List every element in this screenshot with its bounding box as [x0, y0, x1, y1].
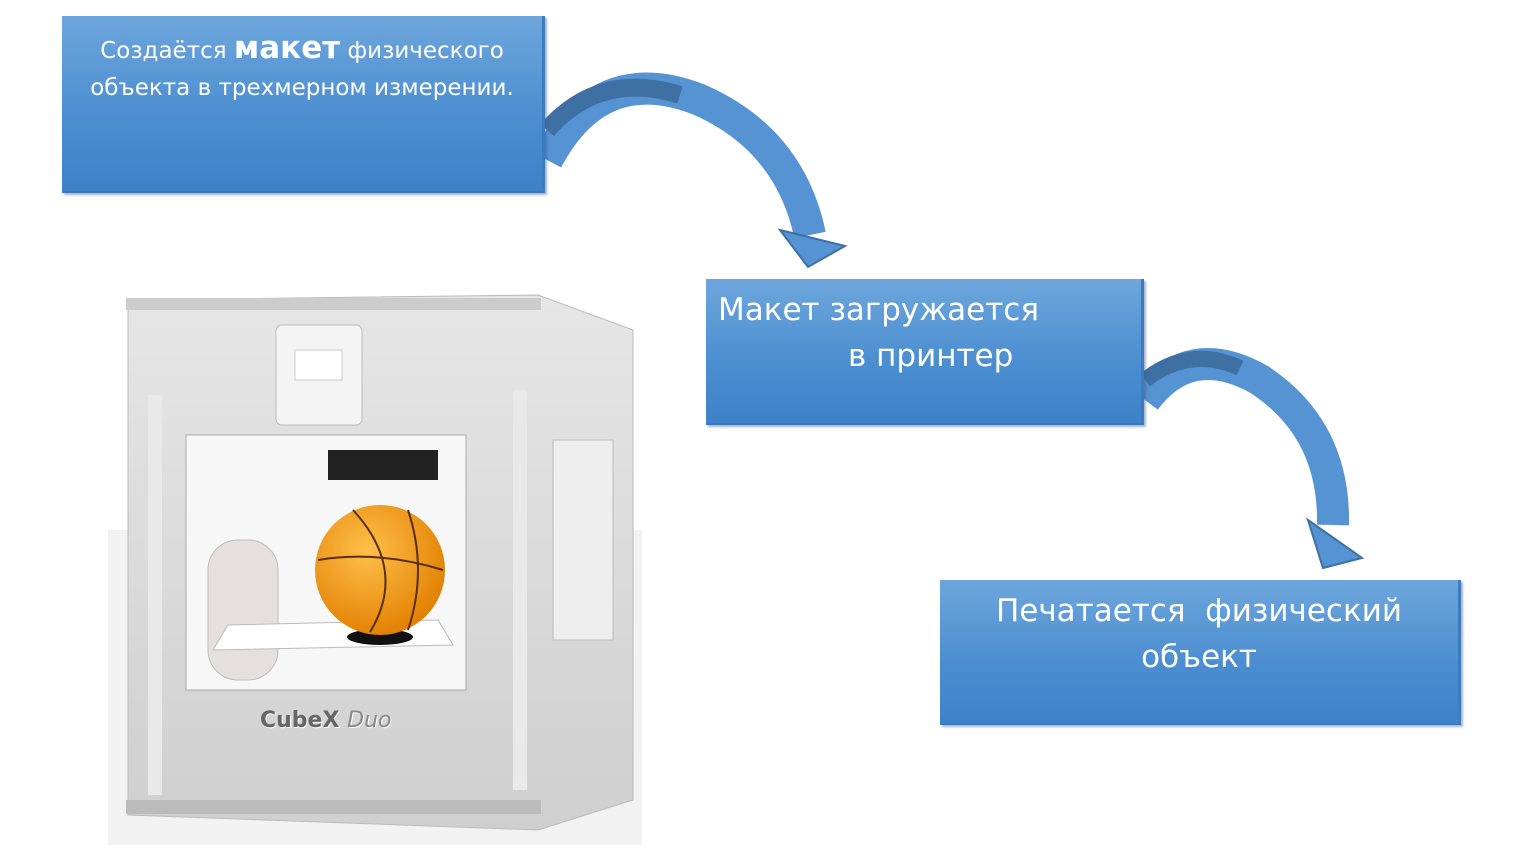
step1-text: Создаётся	[100, 38, 227, 64]
step2-line1: Макет загружается	[718, 292, 1039, 328]
arrow-step1-to-step2	[532, 72, 848, 269]
step-create-model: Создаётся макет физического объекта в тр…	[62, 16, 545, 193]
printer-logo: CubeX Duo	[260, 708, 392, 733]
step3-line2: объект	[1141, 639, 1257, 675]
step1-line2: объекта в трехмерном измерении.	[90, 75, 514, 101]
step1-text-end: физического	[347, 38, 504, 64]
printer-image: CubeX Duo	[108, 270, 642, 845]
step3-line1: Печатается физический	[995, 593, 1402, 629]
step2-line2: в принтер	[848, 338, 1014, 374]
step1-bold-word: макет	[233, 30, 341, 66]
arrow-step2-to-step3	[1132, 348, 1365, 570]
step-print-object: Печатается физический объект	[940, 580, 1461, 725]
printer-illustration	[108, 294, 642, 845]
step-load-to-printer: Макет загружается в принтер	[706, 279, 1144, 425]
